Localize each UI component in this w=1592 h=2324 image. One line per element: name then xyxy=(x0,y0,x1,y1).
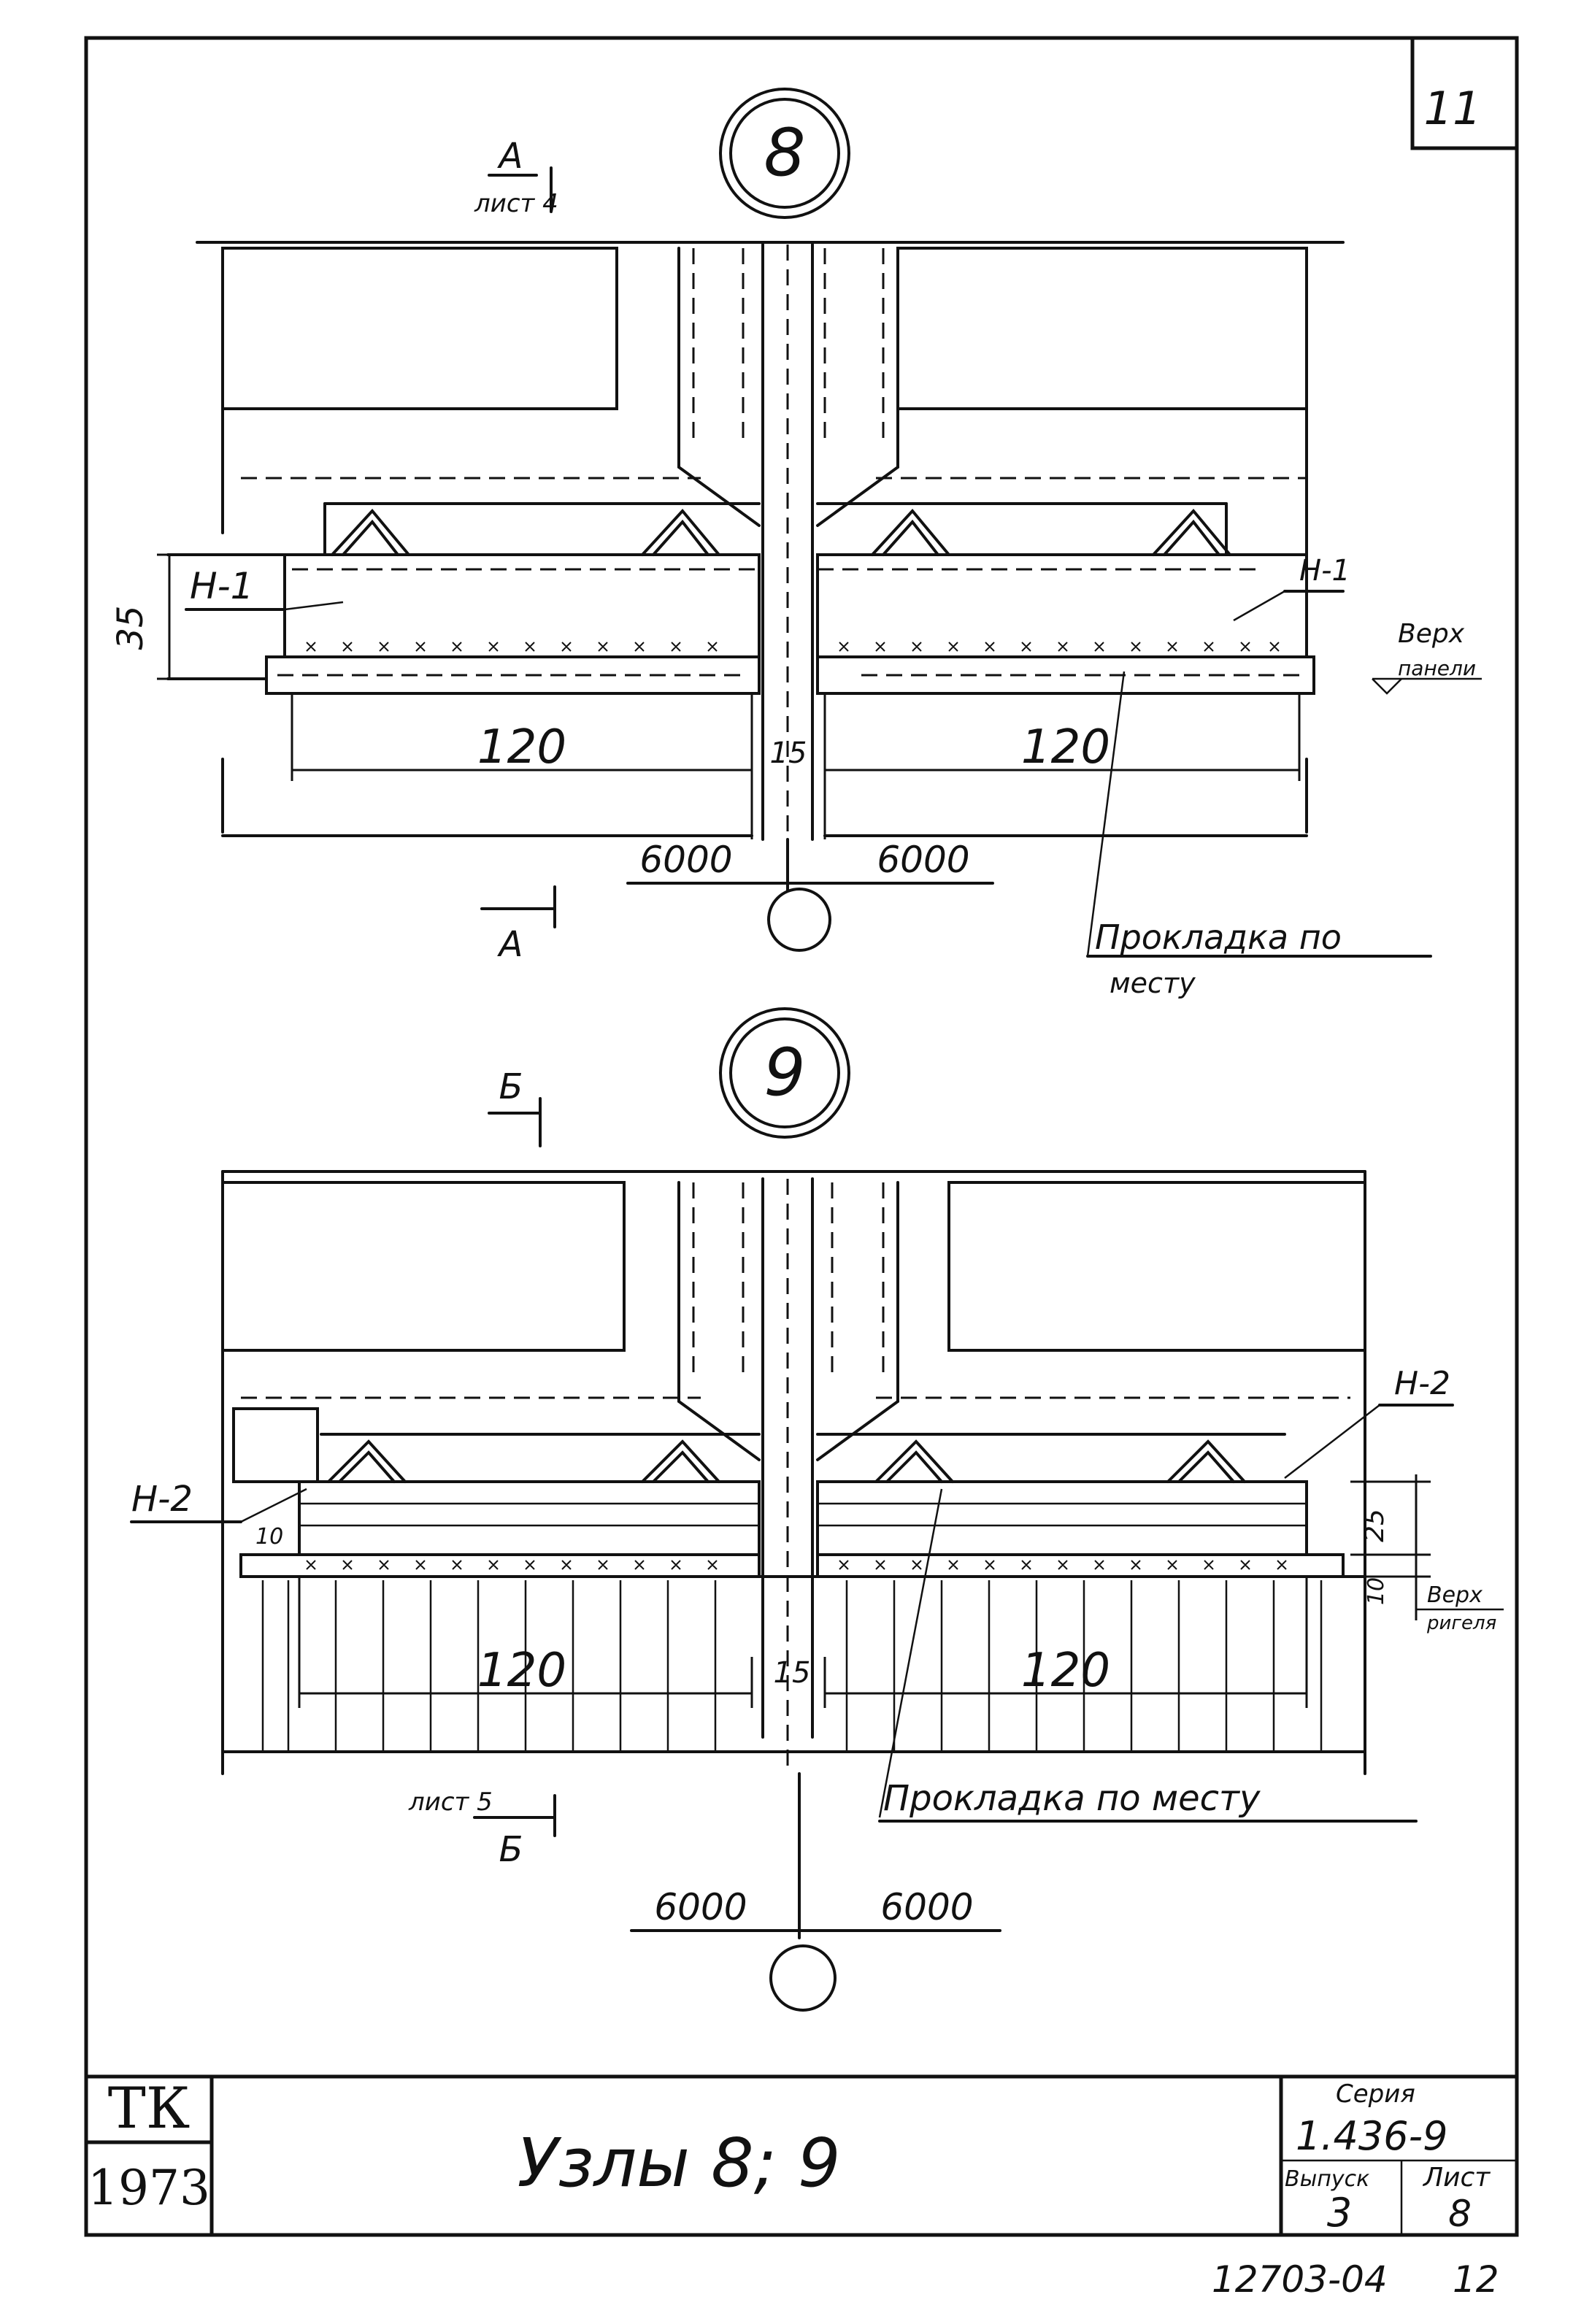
svg-text:Прокладка по месту: Прокладка по месту xyxy=(883,1778,1261,1819)
node-9-label-left: Н-2 xyxy=(131,1479,193,1520)
node-9-axis: 6000 6000 xyxy=(630,1772,1001,2012)
svg-text:Верх: Верх xyxy=(1427,1582,1483,1608)
svg-text:Б: Б xyxy=(499,1829,523,1870)
page-number: 12 xyxy=(1453,2258,1499,2301)
svg-text:А: А xyxy=(497,924,523,965)
section-mark-a-top: А лист 4 xyxy=(474,136,558,218)
node-8-bubble: 8 xyxy=(719,88,850,219)
svg-text:120: 120 xyxy=(1021,1644,1110,1698)
issue-label: Выпуск xyxy=(1285,2166,1369,2192)
node-9-top-label: Верх ригеля xyxy=(1416,1582,1504,1634)
svg-text:6000: 6000 xyxy=(880,1886,973,1928)
year-mark: 1973 xyxy=(88,2160,210,2216)
section-mark-b-bottom: лист 5 Б xyxy=(408,1788,556,1870)
title-block: ТК 1973 Узлы 8; 9 Серия 1.436-9 Выпуск 3… xyxy=(86,2074,1517,2236)
svg-text:120: 120 xyxy=(477,720,566,774)
svg-text:Б: Б xyxy=(499,1066,523,1107)
svg-text:25: 25 xyxy=(1360,1509,1390,1542)
node-9-right-dims: 25 10 xyxy=(1350,1474,1431,1620)
node-9-detail: 9 Б xyxy=(130,1007,1504,2012)
node-8-axis: 6000 6000 xyxy=(626,838,994,952)
org-mark: ТК xyxy=(108,2076,190,2142)
issue-value: 3 xyxy=(1327,2190,1352,2236)
sheet-value: 8 xyxy=(1448,2193,1472,2235)
node-8-top-label: Верх панели xyxy=(1372,619,1482,695)
svg-text:6000: 6000 xyxy=(654,1886,747,1928)
svg-text:Верх: Верх xyxy=(1398,619,1465,649)
doc-number: 12703-04 xyxy=(1212,2258,1388,2301)
sheet-frame xyxy=(84,36,1519,2237)
svg-text:9: 9 xyxy=(764,1034,805,1111)
node-9-axis-bubble xyxy=(769,1944,837,2012)
node-8-detail: 8 А лист 4 xyxy=(110,88,1482,999)
section-mark-b-top: Б xyxy=(488,1066,542,1147)
node-8-label-left: Н-1 xyxy=(190,565,253,607)
svg-text:панели: панели xyxy=(1398,656,1476,680)
node-9-dims: 120 15 120 xyxy=(221,1577,1366,1753)
section-a-ref: лист 4 xyxy=(474,189,558,218)
node-9-label-right: Н-2 xyxy=(1394,1365,1450,1402)
svg-text:10: 10 xyxy=(1364,1577,1389,1605)
series-label: Серия xyxy=(1336,2079,1415,2109)
svg-text:15: 15 xyxy=(774,1656,811,1690)
svg-text:6000: 6000 xyxy=(877,839,969,881)
svg-text:Прокладка по: Прокладка по xyxy=(1095,917,1342,957)
svg-text:ригеля: ригеля xyxy=(1426,1612,1496,1634)
node-8-label-right: Н-1 xyxy=(1299,554,1350,588)
drawing-title: Узлы 8; 9 xyxy=(518,2124,841,2202)
node-8-bubble-label: 8 xyxy=(764,115,805,191)
node-8-axis-bubble xyxy=(767,888,831,952)
node-8-dims: 120 15 120 xyxy=(221,693,1308,839)
section-mark-a-bottom: А xyxy=(480,885,556,965)
svg-text:15: 15 xyxy=(770,736,807,770)
svg-text:лист 5: лист 5 xyxy=(408,1788,493,1817)
svg-text:6000: 6000 xyxy=(639,839,732,881)
svg-text:месту: месту xyxy=(1110,967,1196,999)
node-9-bubble: 9 xyxy=(719,1007,850,1139)
svg-text:120: 120 xyxy=(1021,720,1110,774)
node-8-note: Прокладка по месту xyxy=(1086,671,1432,999)
sheet-label: Лист xyxy=(1422,2163,1491,2193)
svg-text:120: 120 xyxy=(477,1644,566,1698)
svg-text:35: 35 xyxy=(110,605,151,650)
svg-text:А: А xyxy=(497,136,523,177)
node-8-dim-height: 35 xyxy=(110,553,182,680)
corner-number: 11 xyxy=(1424,82,1482,135)
corner-number-box: 11 xyxy=(1410,38,1517,150)
series-value: 1.436-9 xyxy=(1296,2113,1447,2159)
svg-text:10: 10 xyxy=(255,1524,283,1550)
node-9-note: Прокладка по месту xyxy=(878,1488,1418,1823)
